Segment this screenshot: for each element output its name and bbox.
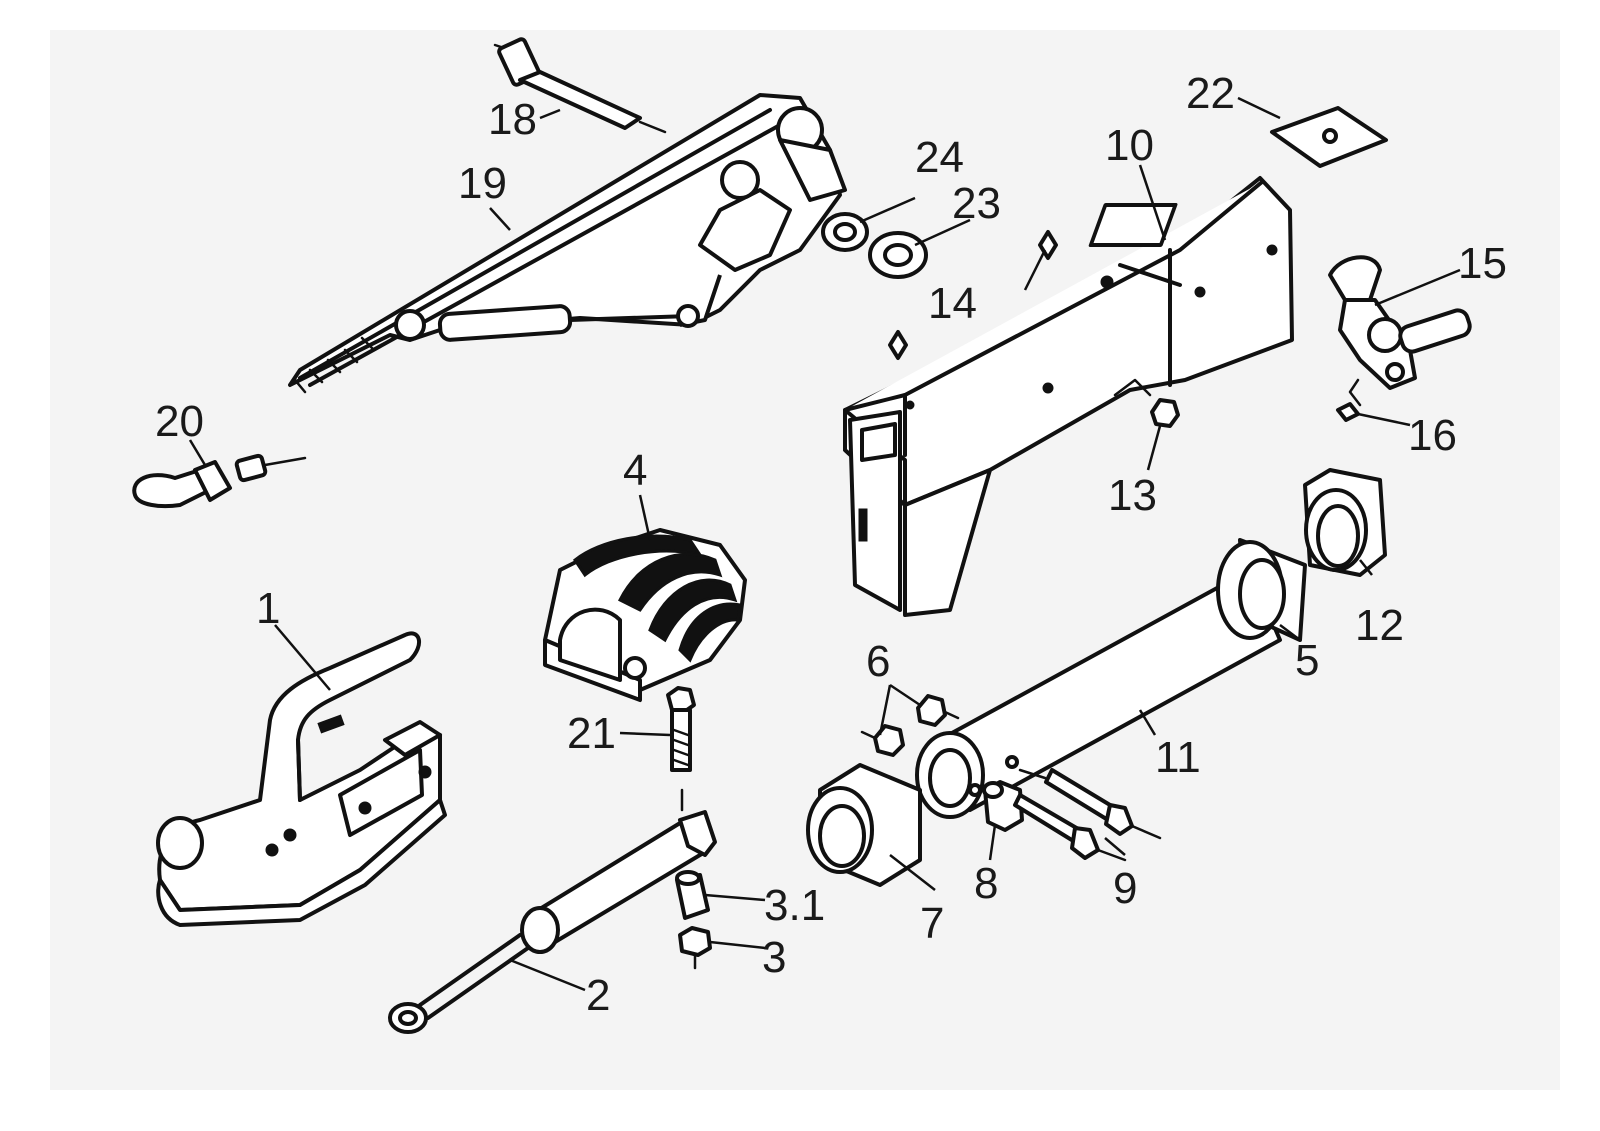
part-21-bolt <box>666 686 696 812</box>
label-9: 9 <box>1113 864 1137 913</box>
part-11-drawbar-tube <box>915 568 1282 819</box>
label-8: 8 <box>974 859 998 908</box>
part-7-bush <box>806 763 922 887</box>
part-3-1-spacer <box>675 870 710 920</box>
part-23-washer <box>868 231 928 279</box>
part-labels: 18 19 20 24 23 22 10 14 14 13 15 16 12 5… <box>155 69 1507 1020</box>
label-11: 11 <box>1155 733 1201 782</box>
part-22-plate <box>1270 106 1388 168</box>
label-5: 5 <box>1295 636 1319 685</box>
label-6: 6 <box>866 637 890 686</box>
part-8-sleeve <box>982 780 1024 832</box>
label-18: 18 <box>488 95 537 144</box>
part-6-nut <box>860 694 960 757</box>
label-10: 10 <box>1105 121 1154 170</box>
label-14-upper: 14 <box>928 279 977 328</box>
part-12-bush <box>1303 468 1387 577</box>
label-7: 7 <box>920 899 944 948</box>
part-24-washer <box>821 212 869 252</box>
part-19-brake-lever <box>288 93 847 394</box>
label-13: 13 <box>1108 471 1157 520</box>
label-3: 3 <box>762 933 786 982</box>
label-20: 20 <box>155 397 204 446</box>
label-1: 1 <box>256 584 280 633</box>
part-3-nut <box>678 926 712 970</box>
part-15-coupling-lever <box>1328 255 1472 407</box>
label-19: 19 <box>458 159 507 208</box>
label-24: 24 <box>915 133 964 182</box>
part-2-shock-absorber <box>388 810 717 1034</box>
part-18-pin-bolt <box>493 37 667 134</box>
label-22: 22 <box>1186 69 1235 118</box>
label-3-1: 3.1 <box>764 881 825 930</box>
part-1-coupling-head <box>156 631 447 927</box>
part-4-bellows <box>543 528 747 702</box>
label-21: 21 <box>567 709 616 758</box>
label-12: 12 <box>1355 601 1404 650</box>
label-4: 4 <box>623 446 647 495</box>
label-16: 16 <box>1408 411 1457 460</box>
part-13-nut <box>1150 398 1180 428</box>
part-20-breakaway-cable <box>132 453 307 509</box>
part-9-bolt <box>1013 768 1162 862</box>
label-15: 15 <box>1458 239 1507 288</box>
leader-lines <box>188 96 1461 992</box>
label-2: 2 <box>586 971 610 1020</box>
part-10-drawbar-housing <box>843 176 1294 617</box>
part-5-flange <box>1216 538 1307 642</box>
label-23: 23 <box>952 179 1001 228</box>
